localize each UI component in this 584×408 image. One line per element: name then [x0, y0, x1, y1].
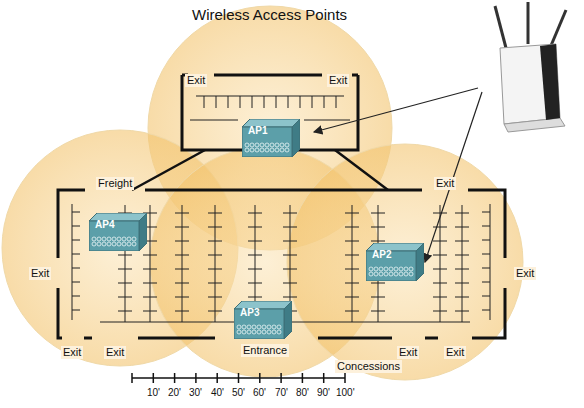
ap-icon [89, 213, 147, 251]
scale-bar [132, 373, 345, 383]
ap-icon [242, 119, 300, 157]
scale-label: 40' [209, 386, 226, 399]
floor-label: Freight [96, 177, 134, 190]
scale-label: 10' [145, 386, 162, 399]
floor-label: Entrance [241, 344, 289, 357]
shelves [72, 96, 490, 322]
ap-label: AP1 [242, 119, 300, 137]
scale-label: 50' [230, 386, 247, 399]
title: Wireless Access Points [192, 6, 347, 23]
floor-label: Exit [397, 346, 419, 359]
scale-label: 30' [187, 386, 204, 399]
floor-label: Exit [444, 346, 466, 359]
access-point: AP3 [234, 301, 292, 339]
scale-label: 60' [251, 386, 268, 399]
access-point: AP2 [366, 243, 424, 281]
floor-label: Exit [61, 346, 83, 359]
walls [58, 75, 505, 338]
scale-label: 100' [334, 386, 357, 399]
ap-icon [234, 301, 292, 339]
floor-label: Exit [29, 267, 51, 280]
ap-label: AP4 [89, 213, 147, 231]
floor-label: Exit [434, 177, 456, 190]
floor-label: Exit [327, 74, 349, 87]
ap-label: AP2 [366, 243, 424, 261]
floor-label: Exit [185, 74, 207, 87]
access-point: AP1 [242, 119, 300, 157]
router-arrows [314, 88, 482, 262]
floor-label: Concessions [335, 360, 402, 373]
floor-label: Exit [104, 346, 126, 359]
ap-label: AP3 [234, 301, 292, 319]
scale-label: 70' [273, 386, 290, 399]
ap-icon [366, 243, 424, 281]
floor-label: Exit [514, 267, 536, 280]
access-point: AP4 [89, 213, 147, 251]
scale-label: 90' [315, 386, 332, 399]
scale-label: 20' [166, 386, 183, 399]
scale-label: 80' [294, 386, 311, 399]
router [495, 2, 566, 132]
coverage-circles [2, 6, 523, 380]
